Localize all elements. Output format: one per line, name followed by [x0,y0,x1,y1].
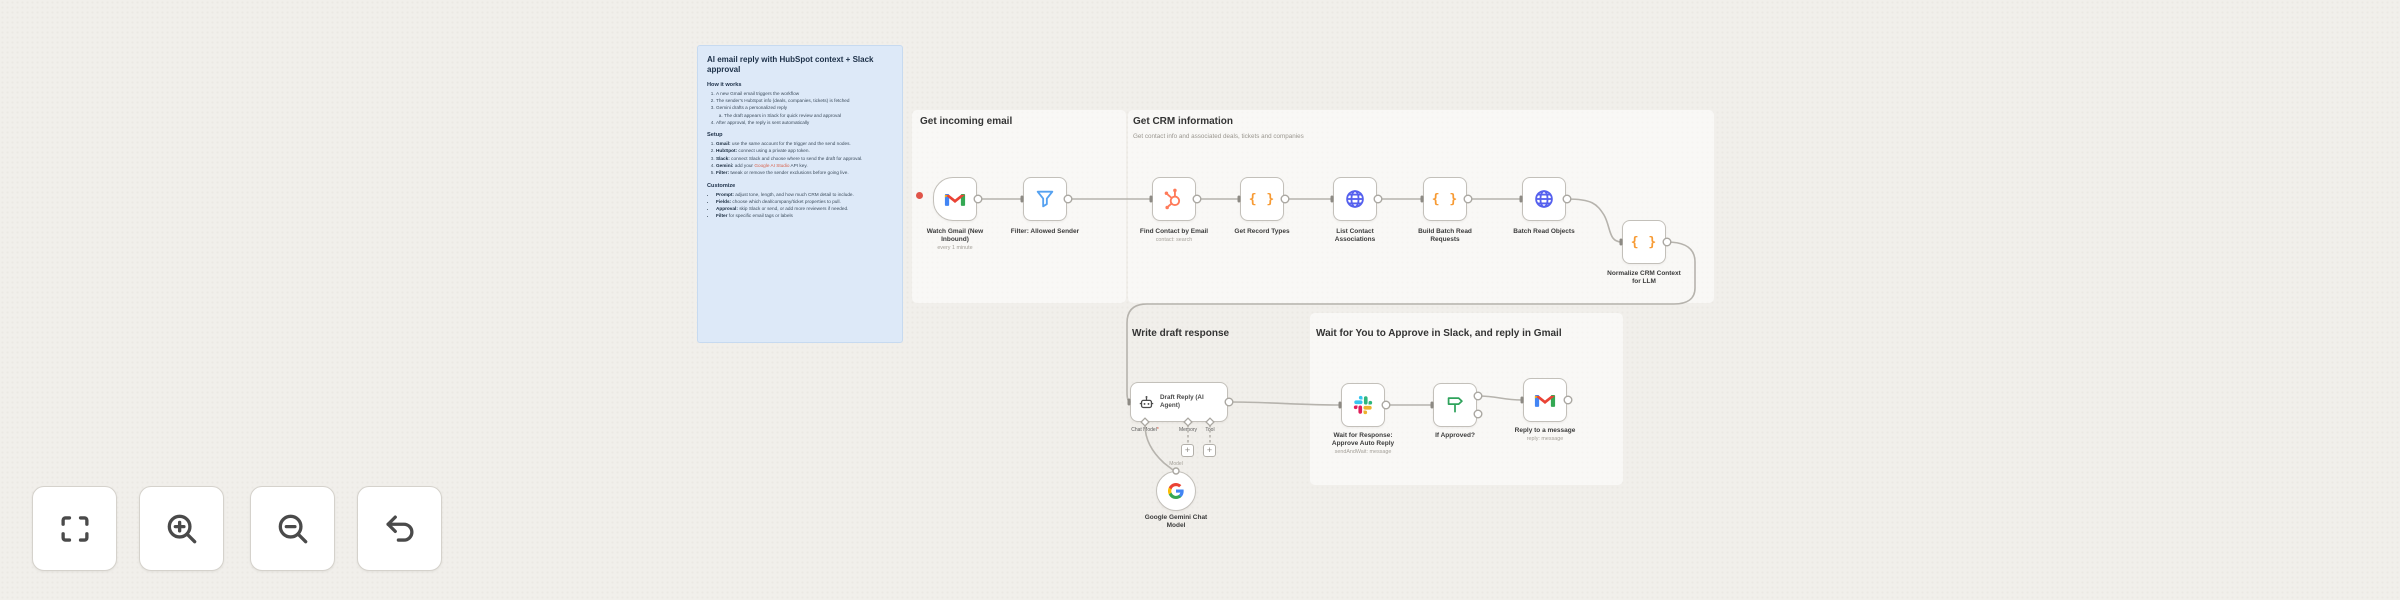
section-heading-write-draft: Write draft response [1132,328,1230,339]
fit-view-icon [60,515,89,542]
node-label: Normalize CRM Context for LLM [1607,270,1681,286]
sticky-how-list: A new Gmail email triggers the workflow … [707,90,893,126]
braces-icon: { } [1248,191,1276,207]
braces-icon: { } [1431,191,1459,207]
node-get-record-types[interactable]: { } [1240,177,1284,221]
fit-view-button[interactable] [32,486,117,571]
sticky-title: AI email reply with HubSpot context + Sl… [707,55,874,75]
node-draft-reply-ai-agent[interactable]: Draft Reply (AI Agent) [1130,382,1228,422]
api-key-link[interactable]: Google AI Studio [754,163,790,169]
sticky-note[interactable]: AI email reply with HubSpot context + Sl… [697,45,903,343]
node-label: Filter: Allowed Sender [1010,228,1080,235]
section-subtitle-crm-info: Get contact info and associated deals, t… [1133,133,1304,140]
node-slack-wait-for-response[interactable] [1341,383,1385,427]
node-reply-gmail[interactable] [1523,378,1567,422]
node-label: Batch Read Objects [1513,228,1575,235]
sticky-setup-list: Gmail: use the same account for the trig… [707,140,893,176]
reset-view-button[interactable] [357,486,442,571]
globe-icon [1346,190,1364,208]
filter-funnel-icon [1036,190,1054,208]
braces-icon: { } [1630,234,1658,250]
list-item: Approval: skip Slack or send, or add mor… [716,205,893,212]
add-tool-button[interactable]: + [1203,444,1216,457]
node-build-batch-read-requests[interactable]: { } [1423,177,1467,221]
node-label: Find Contact by Email contact: search [1139,228,1209,244]
node-label: Build Batch Read Requests [1418,228,1472,244]
section-heading-incoming-email: Get incoming email [920,116,1013,127]
google-g-icon [1168,483,1184,499]
node-label: Google Gemini Chat Model [1144,514,1208,530]
node-label: Watch Gmail (New Inbound) every 1 minute [926,228,984,252]
gmail-icon [944,193,966,206]
node-if-approved[interactable] [1433,383,1477,427]
zoom-in-icon [167,514,196,543]
list-item: Gemini drafts a personalized reply The d… [716,104,893,119]
node-label: Get Record Types [1234,228,1290,235]
agent-node-title: Draft Reply (AI Agent) [1160,393,1204,409]
list-item: The sender's HubSpot info (deals, compan… [716,97,893,104]
sticky-customize-list: Prompt: adjust tone, length, and how muc… [707,191,893,220]
hubspot-icon [1164,188,1181,210]
globe-icon [1535,190,1553,208]
if-signpost-icon [1447,397,1463,413]
slack-icon [1353,395,1373,415]
node-label: Reply to a message reply: message [1514,427,1576,443]
sticky-setup-heading: Setup [707,132,723,139]
node-normalize-crm-context[interactable]: { } [1622,220,1666,264]
agent-port-tool-label: Tool [1205,427,1215,433]
node-google-gemini-chat-model[interactable] [1156,471,1196,511]
robot-icon [1139,395,1154,408]
list-item: The draft appears in Slack for quick rev… [724,112,893,119]
node-filter-allowed-sender[interactable] [1023,177,1067,221]
list-item: Slack: connect Slack and choose where to… [716,155,893,162]
gmail-icon [1534,394,1556,407]
zoom-out-button[interactable] [250,486,335,571]
list-item: Filter for specific email tags or labels [716,212,893,219]
add-memory-button[interactable]: + [1181,444,1194,457]
list-item: After approval, the reply is sent automa… [716,119,893,126]
trigger-indicator-dot [916,192,923,199]
section-heading-crm-info: Get CRM information [1133,116,1233,127]
zoom-in-button[interactable] [139,486,224,571]
section-heading-approve: Wait for You to Approve in Slack, and re… [1316,328,1562,339]
list-item: Fields: choose which deal/company/ticket… [716,198,893,205]
node-label: List Contact Associations [1334,228,1376,244]
list-item: Prompt: adjust tone, length, and how muc… [716,191,893,198]
list-item: HubSpot: connect using a private app tok… [716,147,893,154]
list-item: Filter: tweak or remove the sender exclu… [716,169,893,176]
agent-port-chat-model-label: Chat Model* [1131,427,1159,433]
node-watch-gmail-trigger[interactable] [933,177,977,221]
undo-arrow-icon [385,514,413,542]
sticky-customize-heading: Customize [707,182,736,189]
list-item: Gemini: add your Google AI Studio API ke… [716,162,893,169]
sticky-how-heading: How it works [707,81,742,88]
zoom-out-icon [278,514,307,543]
node-find-contact-by-email[interactable] [1152,177,1196,221]
list-item: A new Gmail email triggers the workflow [716,90,893,97]
node-label: Wait for Response: Approve Auto Reply se… [1331,432,1395,456]
list-item: Gmail: use the same account for the trig… [716,140,893,147]
model-wire-label: Model [1169,461,1183,467]
node-batch-read-objects[interactable] [1522,177,1566,221]
node-list-contact-associations[interactable] [1333,177,1377,221]
node-label: If Approved? [1435,432,1475,439]
